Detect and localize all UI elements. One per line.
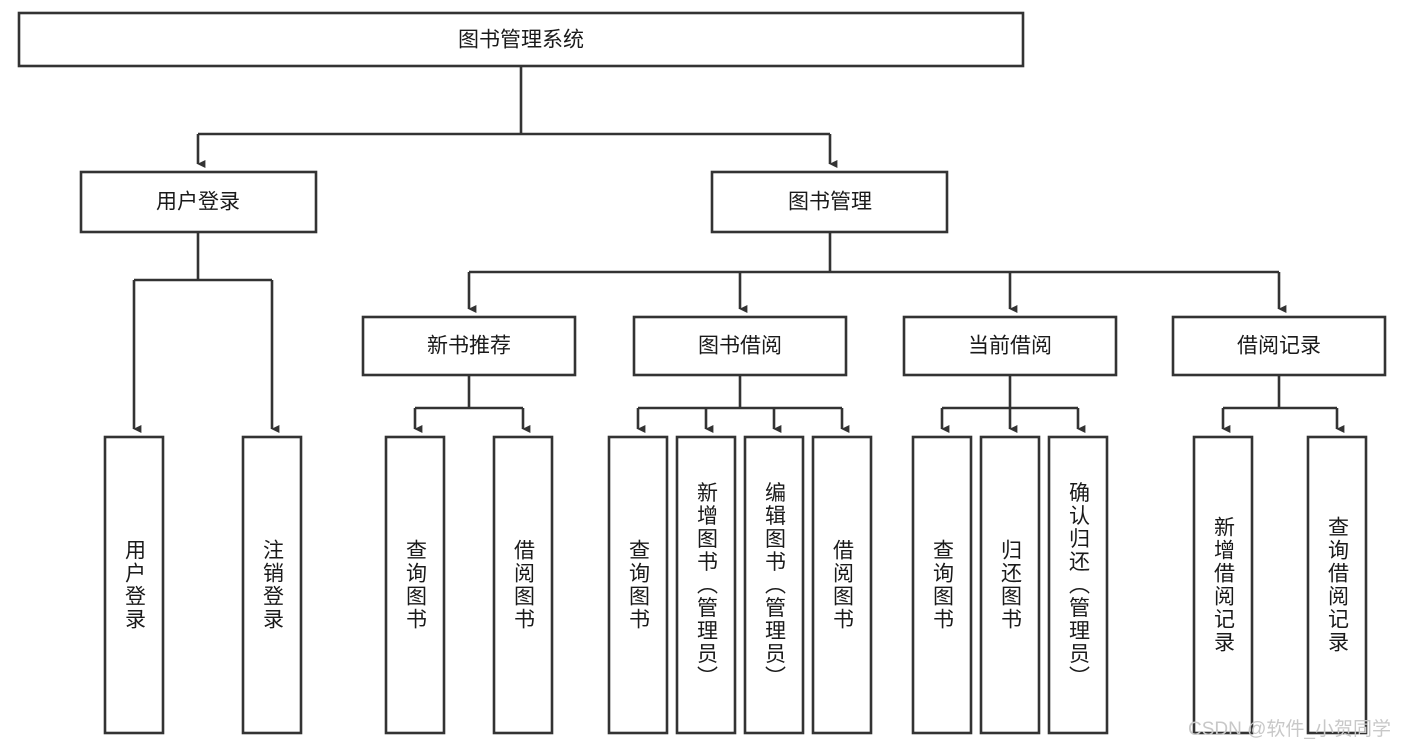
node-leaf-return-book[interactable]: 归还图书: [979, 435, 1041, 735]
node-current-borrow-box[interactable]: [902, 315, 1118, 377]
node-leaf-user-login-label: 用户登录: [123, 539, 147, 631]
node-root-box[interactable]: [17, 11, 1025, 68]
node-book-manage[interactable]: 图书管理: [710, 170, 949, 234]
node-current-borrow-label: 当前借阅: [968, 335, 1052, 358]
node-user-login-label: 用户登录: [156, 191, 240, 214]
node-leaf-user-login[interactable]: 用户登录: [103, 435, 165, 735]
connector-group-root-to-level2: [196, 66, 838, 168]
node-borrow-record-box[interactable]: [1171, 315, 1387, 377]
node-leaf-query-record-label: 查询借阅记录: [1326, 516, 1350, 654]
connector-group-bookmanage-to-level3: [467, 232, 1287, 313]
node-leaf-add-record-box[interactable]: [1192, 435, 1254, 735]
node-leaf-user-logout-label: 注销登录: [261, 539, 285, 631]
node-leaf-confirm-return-label: 确认归还（管理员）: [1067, 482, 1091, 689]
node-new-book-recommend-box[interactable]: [361, 315, 577, 377]
node-borrow-record-label: 借阅记录: [1237, 335, 1321, 358]
node-book-borrow-label: 图书借阅: [698, 335, 782, 358]
node-leaf-query-book-3[interactable]: 查询图书: [911, 435, 973, 735]
node-root[interactable]: 图书管理系统: [17, 11, 1025, 68]
node-leaf-query-book-2[interactable]: 查询图书: [607, 435, 669, 735]
connector-group-currentborrow-to-leaves: [940, 375, 1086, 433]
node-leaf-query-book-3-box[interactable]: [911, 435, 973, 735]
node-leaf-return-book-label: 归还图书: [999, 539, 1023, 631]
node-leaf-add-record-label: 新增借阅记录: [1212, 516, 1236, 654]
node-leaf-query-book-2-box[interactable]: [607, 435, 669, 735]
node-borrow-record[interactable]: 借阅记录: [1171, 315, 1387, 377]
node-leaf-user-login-box[interactable]: [103, 435, 165, 735]
node-book-borrow[interactable]: 图书借阅: [632, 315, 848, 377]
node-leaf-edit-book-label: 编辑图书（管理员）: [763, 482, 787, 689]
connector-group-borrowrecord-to-leaves: [1221, 375, 1345, 433]
node-leaf-borrow-book-2-label: 借阅图书: [831, 539, 855, 631]
node-leaf-edit-book-box[interactable]: [743, 435, 805, 735]
node-leaf-query-book-3-label: 查询图书: [931, 539, 955, 631]
node-new-book-recommend-label: 新书推荐: [427, 335, 511, 358]
node-book-manage-label: 图书管理: [788, 191, 872, 214]
node-root-label: 图书管理系统: [458, 29, 584, 52]
node-leaf-borrow-book-2[interactable]: 借阅图书: [811, 435, 873, 735]
node-leaf-edit-book[interactable]: 编辑图书（管理员）: [743, 435, 805, 735]
node-leaf-borrow-book-1-box[interactable]: [492, 435, 554, 735]
node-leaf-confirm-return[interactable]: 确认归还（管理员）: [1047, 435, 1109, 735]
node-leaf-borrow-book-1[interactable]: 借阅图书: [492, 435, 554, 735]
node-leaf-query-book-2-label: 查询图书: [627, 539, 651, 631]
node-leaf-query-record-box[interactable]: [1306, 435, 1368, 735]
node-leaf-add-book-box[interactable]: [675, 435, 737, 735]
node-user-login-box[interactable]: [79, 170, 318, 234]
node-leaf-add-record[interactable]: 新增借阅记录: [1192, 435, 1254, 735]
node-leaf-query-book-1-label: 查询图书: [404, 539, 428, 631]
node-leaf-query-record[interactable]: 查询借阅记录: [1306, 435, 1368, 735]
node-leaf-borrow-book-1-label: 借阅图书: [512, 539, 536, 631]
node-book-borrow-box[interactable]: [632, 315, 848, 377]
connector-group-userlogin-to-leaves: [132, 232, 280, 433]
node-leaf-user-logout-box[interactable]: [241, 435, 303, 735]
node-current-borrow[interactable]: 当前借阅: [902, 315, 1118, 377]
connector-group-newbook-to-leaves: [413, 375, 531, 433]
node-new-book-recommend[interactable]: 新书推荐: [361, 315, 577, 377]
node-leaf-query-book-1[interactable]: 查询图书: [384, 435, 446, 735]
node-book-manage-box[interactable]: [710, 170, 949, 234]
node-leaf-query-book-1-box[interactable]: [384, 435, 446, 735]
connector-group-bookborrow-to-leaves: [636, 375, 850, 433]
node-user-login[interactable]: 用户登录: [79, 170, 318, 234]
node-leaf-borrow-book-2-box[interactable]: [811, 435, 873, 735]
node-leaf-add-book[interactable]: 新增图书（管理员）: [675, 435, 737, 735]
node-leaf-user-logout[interactable]: 注销登录: [241, 435, 303, 735]
node-leaf-confirm-return-box[interactable]: [1047, 435, 1109, 735]
node-leaf-add-book-label: 新增图书（管理员）: [695, 482, 719, 689]
node-leaf-return-book-box[interactable]: [979, 435, 1041, 735]
